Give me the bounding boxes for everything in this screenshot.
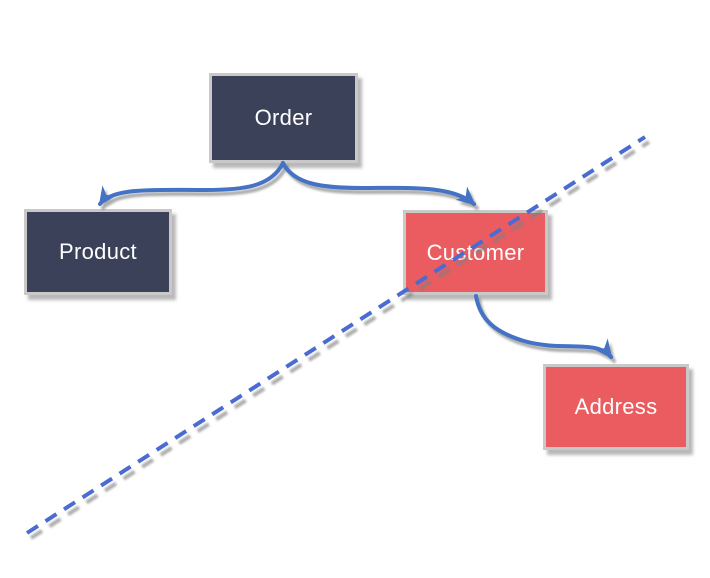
node-product[interactable]: Product — [24, 209, 172, 295]
node-order-label: Order — [254, 105, 313, 130]
node-address-label: Address — [574, 394, 658, 419]
node-order[interactable]: Order — [209, 73, 358, 163]
node-customer-label: Customer — [426, 239, 525, 265]
connector-customer-address[interactable] — [474, 294, 613, 359]
node-product-label: Product — [59, 239, 137, 264]
dashed-association-line[interactable] — [25, 135, 647, 535]
connector-order-product[interactable] — [98, 161, 285, 206]
connector-order-customer[interactable] — [281, 161, 476, 206]
node-customer[interactable]: Customer — [403, 210, 548, 295]
node-address[interactable]: Address — [543, 364, 689, 450]
